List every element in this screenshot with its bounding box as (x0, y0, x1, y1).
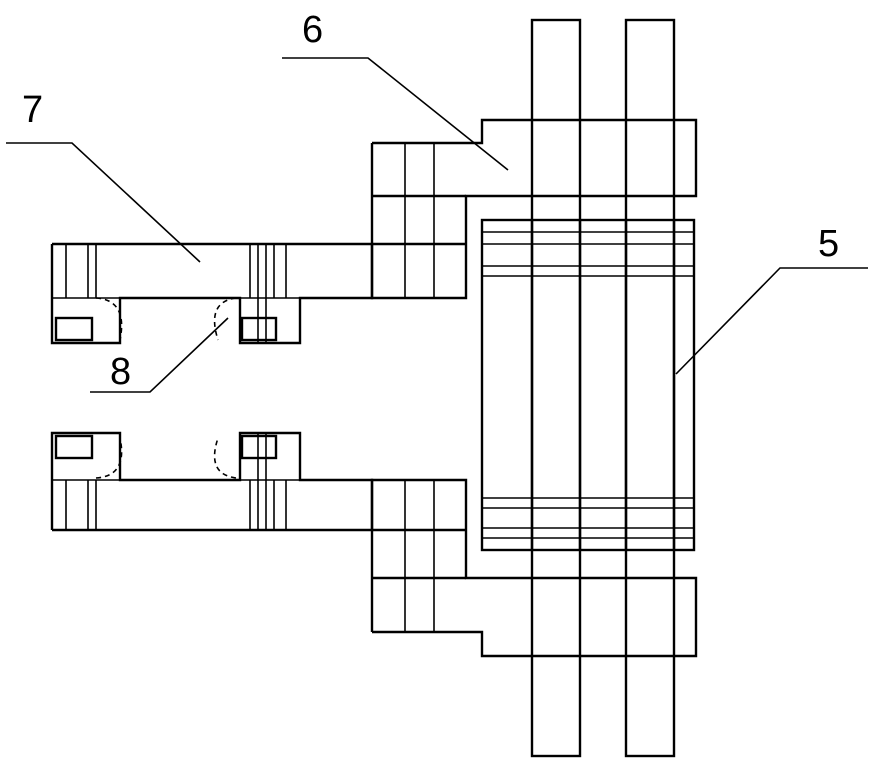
callout-6: 6 (302, 9, 323, 51)
left-rail (530, 18, 582, 758)
leader-6 (282, 57, 509, 171)
callout-8: 8 (110, 351, 131, 393)
part-5-roller (480, 218, 696, 552)
vertical-rails (530, 18, 676, 758)
callout-7: 7 (22, 89, 43, 131)
leader-7 (6, 142, 201, 263)
callout-5: 5 (818, 223, 839, 265)
leader-5 (675, 267, 868, 375)
part-7-upper-arm (50, 242, 374, 345)
part-6-lower-clamp (370, 478, 698, 658)
part-6-upper-clamp (370, 118, 698, 300)
leader-lines (6, 57, 868, 393)
right-rail (624, 18, 676, 758)
leader-8 (90, 317, 229, 393)
part-7-lower-arm (50, 431, 374, 532)
